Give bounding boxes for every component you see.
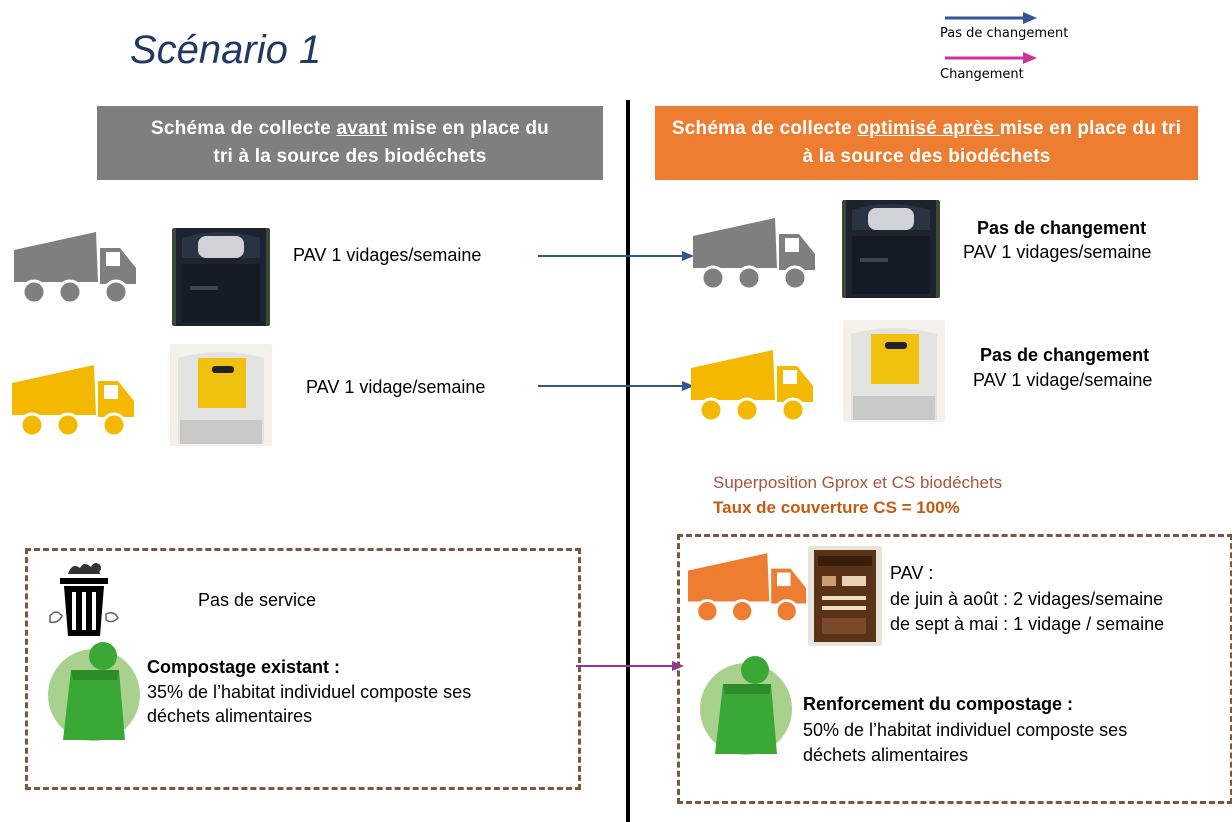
- dark-container-photo-icon: [172, 228, 270, 326]
- header-after-pre: Schéma de collecte: [671, 118, 858, 139]
- no-change-arrow-row2: [538, 381, 694, 391]
- header-before-underlined: avant: [336, 118, 388, 139]
- right-compost-line2: déchets alimentaires: [803, 745, 969, 765]
- left-compost-line1: 35% de l’habitat individuel composte ses: [147, 682, 472, 702]
- gray-truck-icon: [693, 218, 815, 290]
- page-title: Scénario 1: [130, 28, 322, 72]
- legend: Pas de changement Changement: [940, 8, 1090, 88]
- left-compost-line2: déchets alimentaires: [147, 706, 313, 726]
- dark-container-photo-icon: [842, 200, 940, 298]
- pav-title: PAV :: [890, 563, 934, 583]
- header-before-pre: Schéma de collecte: [151, 118, 337, 139]
- left-row2-label: PAV 1 vidage/semaine: [306, 377, 486, 397]
- header-before: Schéma de collecte avant mise en place d…: [97, 106, 603, 180]
- legend-no-change-label: Pas de changement: [940, 26, 1069, 41]
- no-service-label: Pas de service: [198, 590, 317, 610]
- header-after: Schéma de collecte optimisé après mise e…: [655, 106, 1198, 180]
- header-after-underlined: optimisé après: [857, 118, 1000, 139]
- left-compost-title: Compostage existant :: [147, 657, 341, 677]
- no-change-arrow-icon: [945, 12, 1037, 24]
- yellow-container-photo-icon: [170, 344, 272, 446]
- right-row2-label: PAV 1 vidage/semaine: [973, 370, 1153, 390]
- no-change-arrow-row1: [538, 251, 694, 261]
- right-biowaste-box: [677, 534, 1232, 804]
- pav-winter-schedule: de sept à mai : 1 vidage / semaine: [890, 614, 1165, 634]
- yellow-truck-icon: [691, 350, 813, 422]
- change-arrow-icon: [945, 52, 1037, 64]
- gray-truck-icon: [14, 232, 136, 304]
- right-row2-title: Pas de changement: [980, 345, 1150, 365]
- change-arrow-compost: [576, 661, 684, 671]
- trash-bin-icon: [49, 563, 119, 636]
- yellow-truck-icon: [12, 365, 134, 437]
- left-biowaste-box: [25, 548, 581, 790]
- left-row1-label: PAV 1 vidages/semaine: [293, 245, 482, 265]
- compost-bin-icon: [48, 642, 140, 741]
- right-compost-title: Renforcement du compostage :: [803, 694, 1074, 714]
- coverage-rate: Taux de couverture CS = 100%: [713, 498, 960, 517]
- right-row1-label: PAV 1 vidages/semaine: [963, 242, 1152, 262]
- right-compost-line1: 50% de l’habitat individuel composte ses: [803, 720, 1128, 740]
- compost-bin-icon: [700, 656, 792, 755]
- orange-truck-icon: [688, 553, 806, 624]
- header-before-post: mise en place du tri à la source des bio…: [213, 118, 549, 167]
- yellow-container-photo-icon: [843, 320, 945, 422]
- legend-change-label: Changement: [940, 67, 1024, 82]
- column-divider: [626, 100, 630, 822]
- overlay-note: Superposition Gprox et CS biodéchets: [713, 473, 1003, 492]
- pav-summer-schedule: de juin à août : 2 vidages/semaine: [890, 589, 1164, 609]
- right-row1-title: Pas de changement: [977, 218, 1147, 238]
- brown-container-photo-icon: [808, 546, 882, 646]
- header-after-post: mise en place du tri à la source des bio…: [802, 118, 1182, 167]
